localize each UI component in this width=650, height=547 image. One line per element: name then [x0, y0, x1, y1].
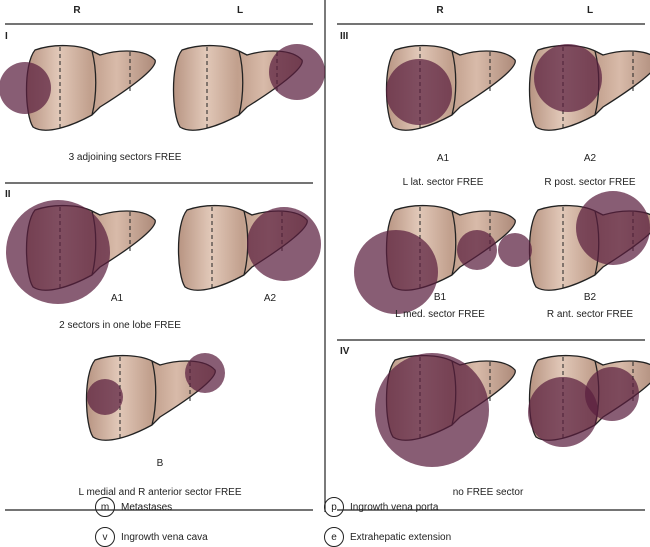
sublabel: A1: [110, 293, 124, 304]
divider-lines: [5, 0, 645, 512]
header-r: R: [73, 5, 81, 16]
legend-symbol: v: [95, 527, 115, 547]
legend-symbol: p: [324, 497, 344, 517]
metastasis: [0, 62, 51, 114]
legend-symbol: m: [95, 497, 115, 517]
metastasis: [185, 353, 225, 393]
metastasis: [386, 59, 452, 125]
header-r: R: [436, 5, 444, 16]
metastasis: [457, 230, 497, 270]
caption: L med. sector FREE: [395, 309, 485, 320]
caption: 2 sectors in one lobe FREE: [59, 320, 181, 331]
legend-label: Ingrowth vena porta: [350, 501, 439, 513]
header-l: L: [236, 5, 244, 16]
metastasis: [247, 207, 321, 281]
header-l: L: [586, 5, 594, 16]
legend-label: Extrahepatic extension: [350, 531, 452, 543]
caption: L lat. sector FREE: [402, 177, 484, 188]
sublabel: A2: [583, 153, 597, 164]
metastasis: [269, 44, 325, 100]
caption: 3 adjoining sectors FREE: [68, 152, 182, 163]
legend-item: p Ingrowth vena porta: [324, 497, 438, 517]
section-label: II: [5, 189, 11, 200]
metastasis: [528, 377, 598, 447]
caption: no FREE sector: [452, 487, 524, 498]
sublabel: A1: [436, 153, 450, 164]
sublabel: B: [156, 458, 164, 469]
metastasis: [354, 230, 438, 314]
metastasis: [534, 44, 602, 112]
metastasis: [585, 367, 639, 421]
sublabel: A2: [263, 293, 277, 304]
metastasis: [498, 233, 532, 267]
metastasis: [375, 353, 489, 467]
caption: R ant. sector FREE: [546, 309, 634, 320]
legend-item: m Metastases: [95, 497, 172, 517]
metastasis: [6, 200, 110, 304]
sublabel: B2: [583, 292, 597, 303]
metastasis: [576, 191, 650, 265]
legend-item: v Ingrowth vena cava: [95, 527, 208, 547]
legend-symbol: e: [324, 527, 344, 547]
metastasis: [87, 379, 123, 415]
caption: L medial and R anterior sector FREE: [78, 487, 242, 498]
section-label: IV: [340, 346, 350, 357]
section-label: III: [340, 31, 349, 42]
legend-item: e Extrahepatic extension: [324, 527, 451, 547]
sublabel: B1: [433, 292, 447, 303]
legend-label: Metastases: [121, 501, 173, 513]
section-label: I: [5, 31, 8, 42]
caption: R post. sector FREE: [544, 177, 636, 188]
legend-label: Ingrowth vena cava: [121, 531, 208, 543]
